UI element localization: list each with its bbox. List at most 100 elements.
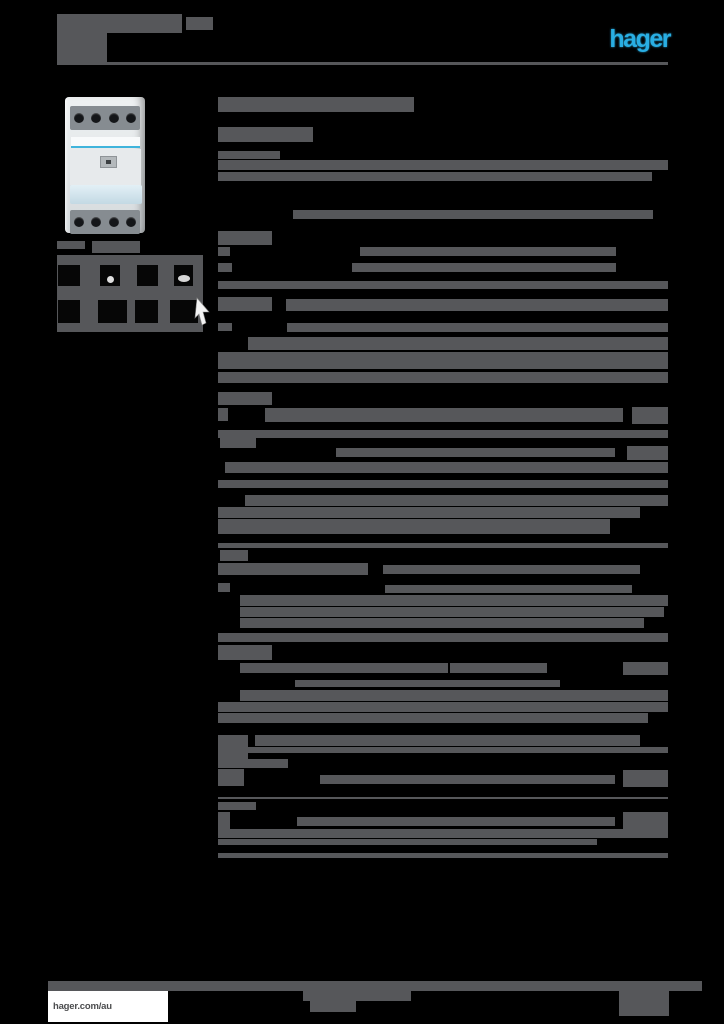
dot-icon — [106, 276, 114, 283]
redacted-text — [632, 407, 668, 424]
thumbnail-image — [58, 265, 80, 286]
redacted-text — [218, 702, 668, 712]
redacted-text — [218, 519, 610, 534]
divider — [218, 797, 668, 799]
redacted-text — [218, 583, 230, 592]
redacted-text — [352, 263, 616, 272]
redacted-text — [240, 607, 664, 617]
redacted-text — [220, 550, 248, 561]
redacted-text — [360, 247, 616, 256]
redacted-text — [320, 775, 615, 784]
redacted-text — [218, 713, 648, 723]
redacted-text — [218, 172, 652, 181]
thumbnail-image — [174, 265, 193, 286]
redacted-text — [303, 988, 411, 1001]
redacted-text — [248, 337, 668, 350]
redacted-text — [186, 17, 213, 30]
redacted-text — [245, 495, 668, 506]
redacted-text — [287, 323, 668, 332]
redacted-text — [218, 812, 230, 829]
redacted-text — [310, 1001, 356, 1012]
redacted-text — [57, 14, 182, 33]
redacted-text — [218, 802, 256, 810]
terminal-screw-icon — [73, 113, 84, 123]
hand-cursor-icon — [194, 297, 210, 326]
terminal-screw-icon — [126, 113, 137, 123]
terminal-screw-icon — [73, 217, 84, 227]
redacted-text — [218, 759, 288, 768]
redacted-text — [218, 263, 232, 272]
bottom-terminals — [70, 210, 140, 234]
redacted-text — [619, 988, 669, 1016]
thumbnail-image — [137, 265, 158, 286]
terminal-screw-icon — [91, 217, 102, 227]
redacted-text — [218, 127, 313, 142]
redacted-text — [218, 247, 230, 256]
divider — [218, 543, 668, 548]
redacted-text — [220, 433, 256, 448]
redacted-text — [336, 448, 615, 457]
redacted-text — [218, 97, 414, 112]
hager-logo: hager — [609, 25, 671, 53]
thumbnail-image — [135, 300, 158, 323]
redacted-text — [218, 507, 640, 518]
redacted-text — [92, 241, 140, 253]
module-switch — [100, 156, 117, 168]
redacted-text — [383, 565, 640, 574]
redacted-text — [218, 769, 244, 786]
redacted-text — [240, 618, 644, 628]
redacted-text — [218, 480, 668, 488]
redacted-text — [218, 372, 668, 383]
redacted-text — [218, 645, 272, 660]
redacted-text — [286, 299, 668, 311]
redacted-text — [218, 563, 368, 575]
redacted-text — [57, 33, 107, 62]
thumbnail-image — [98, 300, 127, 323]
redacted-text — [623, 770, 668, 787]
thumbnail-image — [100, 265, 120, 286]
redacted-text — [255, 735, 640, 746]
redacted-text — [218, 151, 280, 159]
redacted-text — [623, 662, 668, 675]
terminal-screw-icon — [91, 113, 102, 123]
redacted-text — [218, 323, 232, 331]
redacted-text — [218, 408, 228, 421]
redacted-text — [218, 430, 668, 438]
thumbnail-image — [170, 300, 198, 323]
redacted-text — [218, 281, 668, 289]
redacted-text — [627, 446, 668, 460]
redacted-text — [450, 663, 547, 673]
website-link[interactable]: hager.com/au — [53, 1001, 112, 1012]
redacted-text — [218, 352, 668, 369]
product-photo — [60, 88, 212, 238]
divider — [218, 853, 668, 858]
module-label-strip — [71, 137, 140, 148]
redacted-text — [218, 633, 668, 642]
terminal-screw-icon — [126, 217, 137, 227]
redacted-text — [240, 595, 668, 606]
redacted-text — [225, 462, 668, 473]
redacted-text — [240, 663, 448, 673]
redacted-text — [218, 392, 272, 405]
redacted-text — [218, 231, 272, 245]
redacted-text — [295, 680, 560, 687]
redacted-text — [240, 690, 668, 701]
redacted-text — [218, 839, 597, 845]
redacted-text — [57, 241, 85, 249]
thumbnail-grid — [57, 255, 203, 332]
thumbnail-image — [58, 300, 80, 323]
redacted-text — [218, 829, 668, 838]
redacted-text — [265, 408, 623, 422]
divider — [218, 747, 668, 753]
divider — [57, 62, 668, 65]
redacted-text — [218, 160, 668, 170]
redacted-text — [623, 812, 668, 829]
terminal-screw-icon — [108, 217, 119, 227]
redacted-text — [385, 585, 632, 593]
redacted-text — [218, 297, 272, 311]
footer-website-box: hager.com/au — [48, 991, 168, 1022]
redacted-text — [293, 210, 653, 219]
oval-icon — [177, 275, 190, 282]
module-rocker — [70, 185, 142, 204]
